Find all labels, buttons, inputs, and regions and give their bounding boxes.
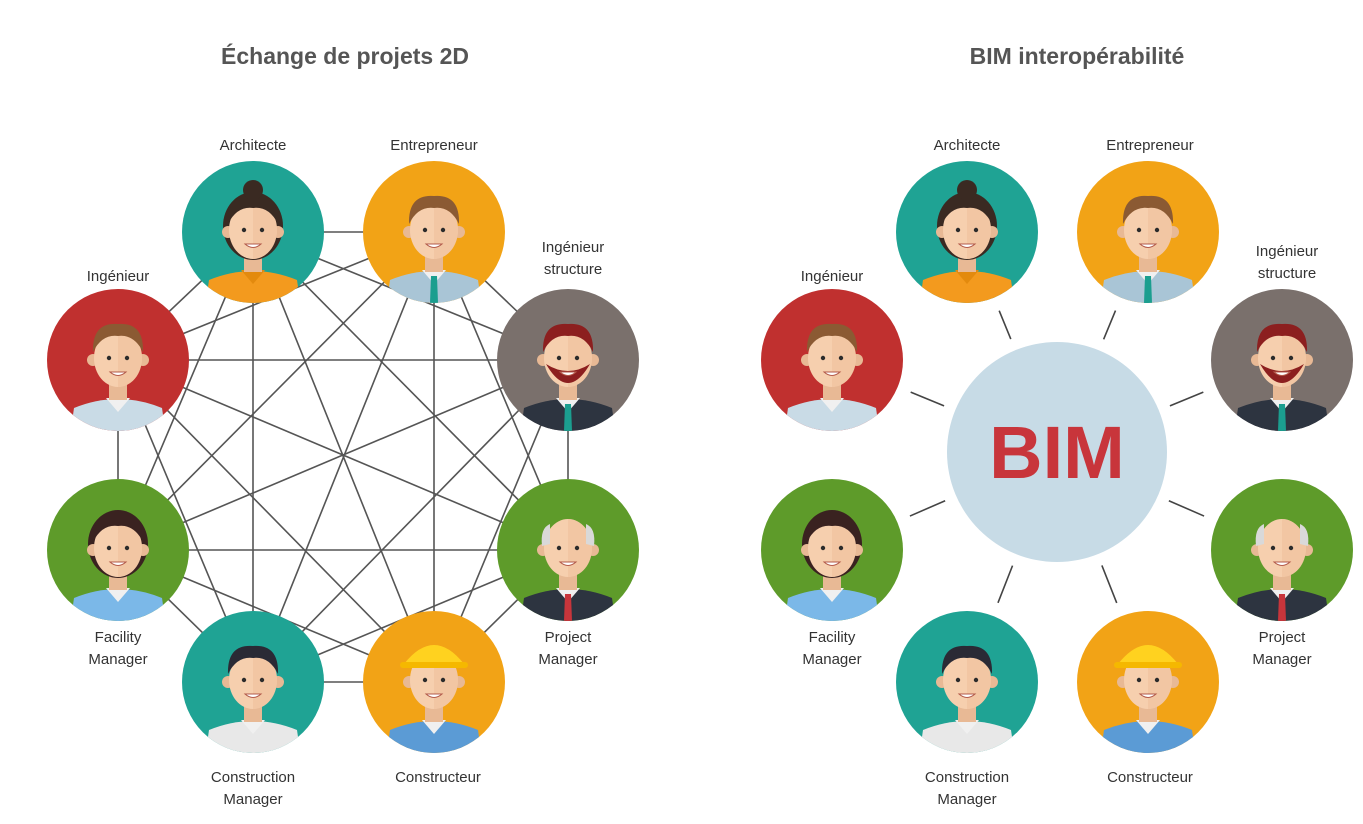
hub-spoke (1102, 310, 1117, 340)
role-node-constructeur: Constructeur (1077, 611, 1219, 786)
hub-spoke (1169, 391, 1204, 407)
right-hub-spokes (909, 310, 1205, 604)
person-icon (205, 645, 301, 753)
connection-line (252, 231, 569, 551)
person-icon (386, 195, 482, 303)
person-icon (784, 323, 880, 431)
role-label-facility-manager: Manager (802, 651, 861, 668)
person-icon (919, 645, 1015, 753)
hub-spoke (1101, 565, 1118, 604)
right-panel-title: BIM interopérabilité (970, 43, 1185, 69)
hub-spoke (997, 565, 1014, 604)
role-label-construction-manager: Manager (223, 791, 282, 808)
role-label-facility-manager: Facility (809, 629, 856, 646)
bim-hub: BIM (947, 342, 1167, 562)
bim-hub-label: BIM (989, 411, 1125, 494)
person-icon (520, 323, 616, 431)
role-label-ingenieur-structure: structure (544, 261, 602, 278)
role-label-entrepreneur: Entrepreneur (1106, 137, 1194, 154)
role-label-ingenieur-structure: Ingénieur (542, 239, 605, 256)
left-connection-lines (117, 231, 569, 683)
role-label-constructeur: Constructeur (395, 769, 481, 786)
role-label-constructeur: Constructeur (1107, 769, 1193, 786)
role-label-facility-manager: Facility (95, 629, 142, 646)
role-label-architecte: Architecte (934, 137, 1001, 154)
person-icon (70, 323, 166, 431)
role-label-architecte: Architecte (220, 137, 287, 154)
role-node-architecte: Architecte (896, 137, 1038, 303)
role-node-ingenieur: Ingénieur (761, 268, 903, 431)
role-label-ingenieur: Ingénieur (87, 268, 150, 285)
person-icon (205, 180, 301, 303)
role-node-ingenieur-structure: Ingénieur structure (1211, 243, 1353, 431)
role-label-project-manager: Project (1259, 629, 1307, 646)
connection-line (117, 359, 435, 683)
role-label-construction-manager: Construction (211, 769, 295, 786)
role-label-project-manager: Manager (538, 651, 597, 668)
role-label-project-manager: Manager (1252, 651, 1311, 668)
role-label-project-manager: Project (545, 629, 593, 646)
role-label-ingenieur: Ingénieur (801, 268, 864, 285)
role-label-facility-manager: Manager (88, 651, 147, 668)
hub-spoke (910, 391, 945, 407)
connection-line (252, 231, 435, 683)
role-label-construction-manager: Construction (925, 769, 1009, 786)
person-icon (919, 180, 1015, 303)
hub-spoke (909, 499, 946, 517)
person-icon (1234, 519, 1330, 621)
person-icon (784, 510, 880, 621)
role-node-entrepreneur: Entrepreneur (363, 137, 505, 303)
person-icon (1234, 323, 1330, 431)
role-node-architecte: Architecte (182, 137, 324, 303)
role-label-ingenieur-structure: structure (1258, 265, 1316, 282)
role-label-ingenieur-structure: Ingénieur (1256, 243, 1319, 260)
left-panel-title: Échange de projets 2D (221, 42, 469, 69)
person-icon (520, 519, 616, 621)
role-node-entrepreneur: Entrepreneur (1077, 137, 1219, 303)
person-icon (70, 510, 166, 621)
role-node-constructeur: Constructeur (363, 611, 505, 786)
role-label-entrepreneur: Entrepreneur (390, 137, 478, 154)
connection-line (117, 231, 435, 551)
hub-spoke (1168, 499, 1205, 517)
role-node-ingenieur: Ingénieur (47, 268, 189, 431)
person-icon (1100, 645, 1196, 753)
bim-hub-circle (947, 342, 1167, 562)
connection-line (117, 359, 569, 551)
person-icon (386, 645, 482, 753)
role-node-ingenieur-structure: Ingénieur structure (497, 239, 639, 431)
role-label-construction-manager: Manager (937, 791, 996, 808)
person-icon (1100, 195, 1196, 303)
hub-spoke (998, 310, 1012, 340)
